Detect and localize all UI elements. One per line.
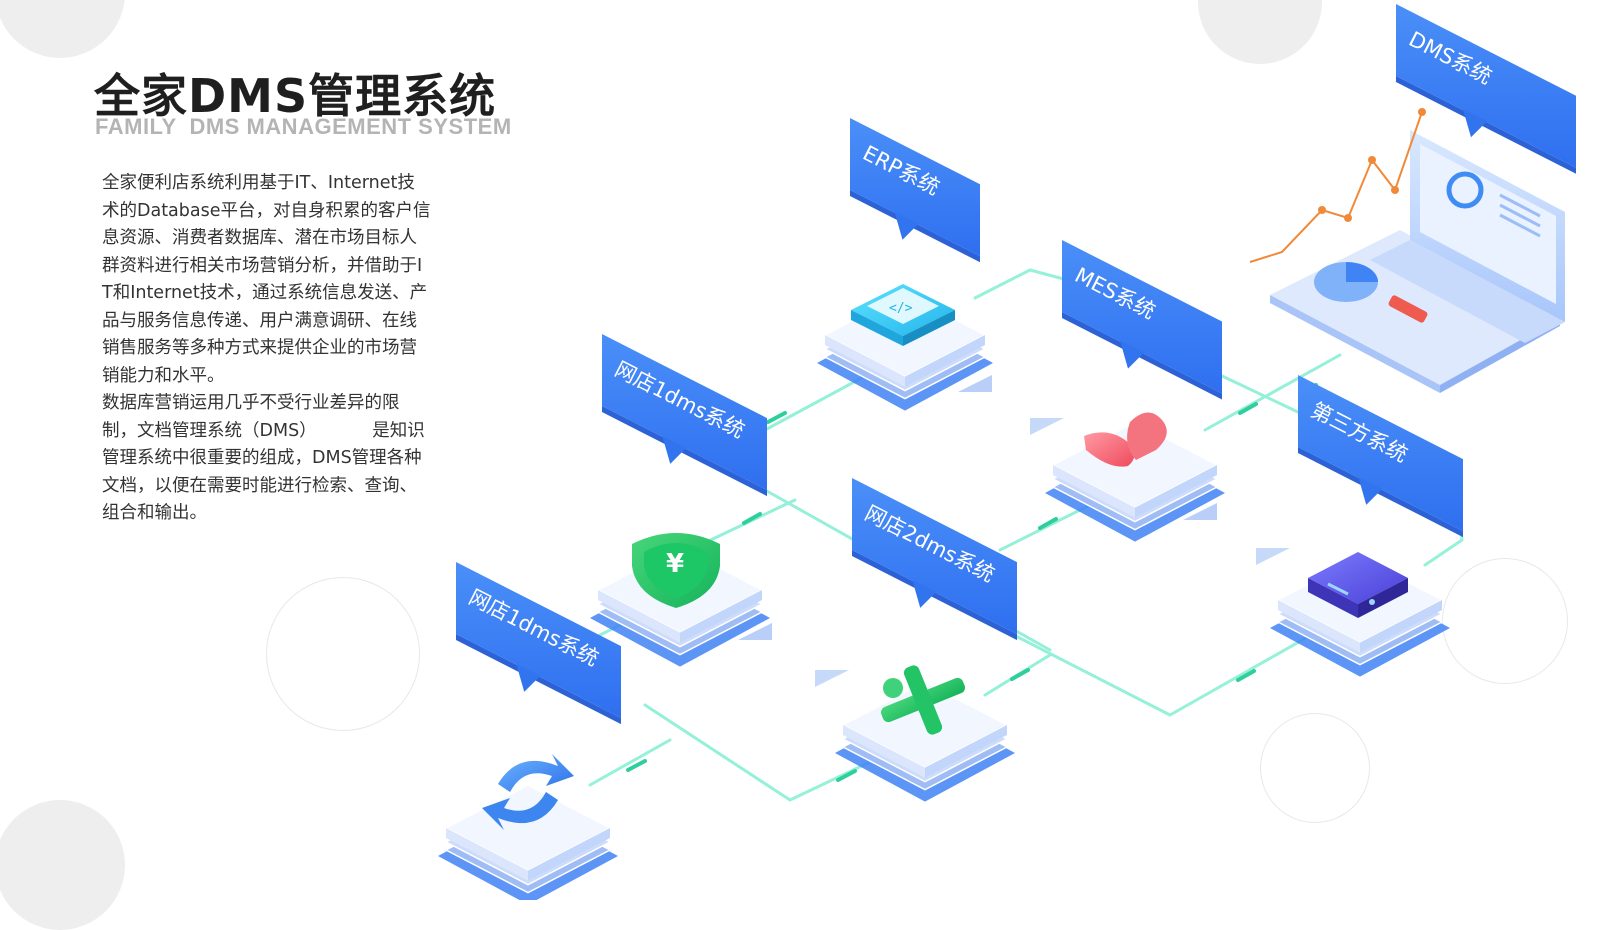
label-erp[interactable]: ERP系统 [850,118,980,263]
connector-laptop [1203,353,1342,432]
server-icon [1308,552,1408,618]
connector-main-diagonal [643,703,872,802]
label-mes[interactable]: MES系统 [1062,240,1222,400]
decor-circle-bottom-right [1260,713,1370,823]
platform-sync [438,784,618,900]
code-window-icon: </> [851,284,955,346]
page-title: 全家DMS管理系统 [94,69,497,123]
hand-heart-icon [1084,412,1167,467]
description-text: 全家便利店系统利用基于IT、Internet技术的Database平台，对自身积… [102,170,432,528]
connector-right-loop [998,626,1322,717]
description-paragraph-1: 全家便利店系统利用基于IT、Internet技术的Database平台，对自身积… [102,173,431,386]
svg-text:¥: ¥ [666,549,684,579]
decor-circle-left [266,577,420,731]
system-labels: ERP系统MES系统DMS系统第三方系统网店1dms系统网店2dms系统网店1d… [456,4,1576,725]
connector-handshake [998,503,1092,552]
sync-arrows-icon [482,754,574,830]
label-shop2[interactable]: 网店2dms系统 [852,478,1017,641]
svg-text:</>: </> [889,301,913,316]
connector-sync [588,738,672,787]
label-dms[interactable]: DMS系统 [1396,4,1576,174]
connector-lines [588,268,1464,802]
decor-circle-right-edge [1442,558,1568,684]
label-shop1-upper[interactable]: 网店1dms系统 [602,334,767,497]
label-shop1-lower[interactable]: 网店1dms系统 [456,562,621,725]
yuan-shield-icon: ¥ [632,533,720,608]
connector-erp-mes [973,268,1077,300]
system-diagram: </> ¥ [438,4,1576,900]
wrench-tool-icon [881,665,965,735]
laptop-dashboard-icon [1249,108,1565,393]
platform-tools [835,681,1015,802]
bracket-marks [738,375,1290,687]
connector-mes-third [1218,373,1302,415]
description-paragraph-2: 数据库营销运用几乎不受行业差异的限制，文档管理系统（DMS） 是知识管理系统中很… [102,393,425,523]
page-subtitle: FAMILY DMS MANAGEMENT SYSTEM [95,114,512,139]
label-third-party[interactable]: 第三方系统 [1298,375,1463,538]
